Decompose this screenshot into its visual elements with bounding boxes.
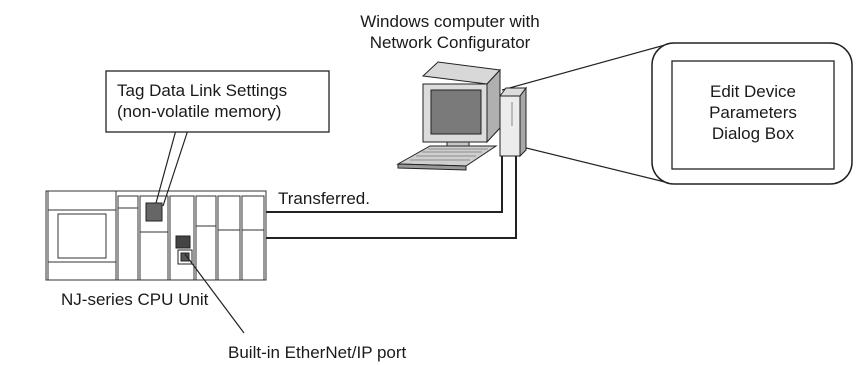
tag-callout-line <box>155 129 177 204</box>
dialog-label: Edit Device Parameters Dialog Box <box>672 81 834 144</box>
computer-keyboard <box>396 145 498 171</box>
port-pointer-line <box>184 253 245 334</box>
computer-label-line2: Network Configurator <box>369 33 531 52</box>
tag-settings-line2: (non-volatile memory) <box>117 102 282 121</box>
port-label: Built-in EtherNet/IP port <box>228 343 407 362</box>
dialog-box <box>671 60 835 170</box>
computer-label: Windows computer with Network Configurat… <box>345 11 555 53</box>
dialog-label-line3: Dialog Box <box>711 124 795 143</box>
tag-settings-line1: Tag Data Link Settings <box>117 81 288 100</box>
cpu-unit-label: NJ-series CPU Unit <box>61 290 209 309</box>
tag-settings-label: Tag Data Link Settings (non-volatile mem… <box>117 80 287 122</box>
tag-settings-box <box>105 70 330 133</box>
computer <box>396 61 527 171</box>
dialog-callout-lines <box>501 44 666 183</box>
memory-chip <box>145 202 163 222</box>
tag-callout-line-2 <box>162 129 189 207</box>
transferred-label: Transferred. <box>278 189 370 208</box>
network-cable <box>163 142 517 239</box>
computer-monitor <box>421 61 502 155</box>
dialog-label-line2: Parameters <box>709 103 797 122</box>
dialog-label-line1: Edit Device <box>710 82 796 101</box>
computer-tower <box>499 86 527 158</box>
ethernet-port <box>175 235 193 265</box>
computer-label-line1: Windows computer with <box>360 12 540 31</box>
